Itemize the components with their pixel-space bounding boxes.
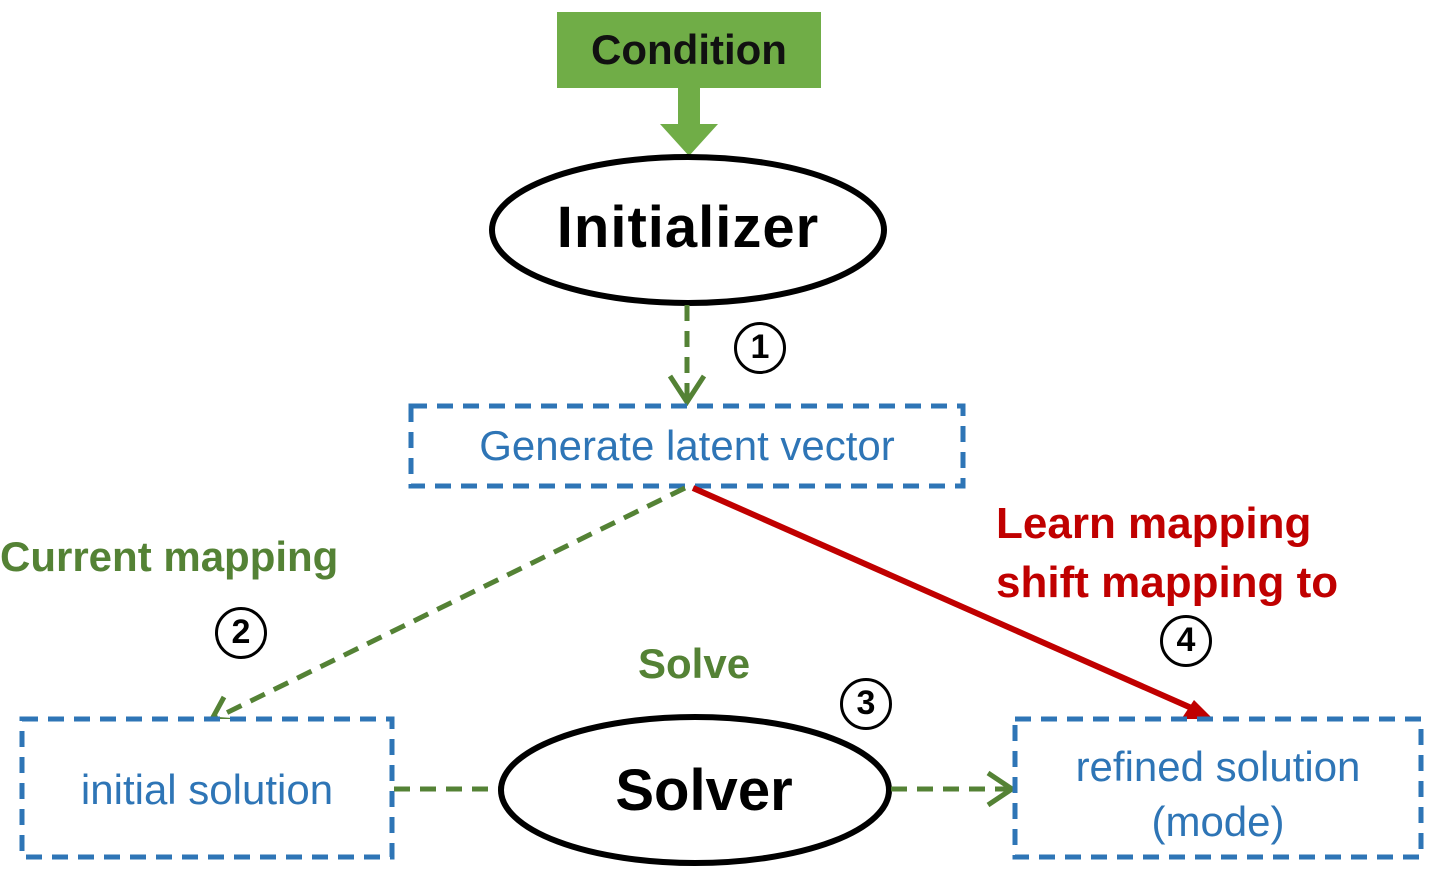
initial-solution-box: [19, 716, 395, 860]
refined-solution-label: refined solution (mode): [1015, 740, 1421, 849]
initializer-label: Initializer: [556, 195, 820, 260]
step-3-badge: 3: [840, 678, 892, 730]
learn-mapping-line2: shift mapping to: [996, 558, 1339, 608]
generate-latent-box: [408, 403, 966, 489]
solver-label: Solver: [615, 758, 793, 823]
refined-solution-line2: (mode): [1151, 797, 1285, 845]
initial-solution-label: initial solution: [80, 766, 334, 813]
generate-latent-label: Generate latent vector: [479, 422, 895, 469]
step-2-badge: 2: [215, 607, 267, 659]
current-mapping-label: Current mapping: [0, 533, 339, 580]
initializer-node: [489, 154, 887, 306]
step-1-badge: 1: [734, 322, 786, 374]
refined-solution-box: [1012, 716, 1424, 860]
learn-mapping-line1: Learn mapping: [996, 499, 1312, 548]
solver-node: [498, 714, 892, 866]
arrow-step-1: [667, 305, 707, 407]
learn-mapping-label: Learn mapping shift mapping to: [996, 494, 1338, 613]
arrow-step-2: [207, 485, 687, 724]
step-4-badge: 4: [1160, 615, 1212, 667]
condition-box: [557, 12, 821, 88]
arrow-step-3: [891, 770, 1017, 808]
condition-arrow: [660, 86, 718, 156]
condition-label: Condition: [591, 26, 787, 73]
solve-label: Solve: [638, 640, 751, 687]
refined-solution-line1: refined solution: [1075, 743, 1361, 790]
